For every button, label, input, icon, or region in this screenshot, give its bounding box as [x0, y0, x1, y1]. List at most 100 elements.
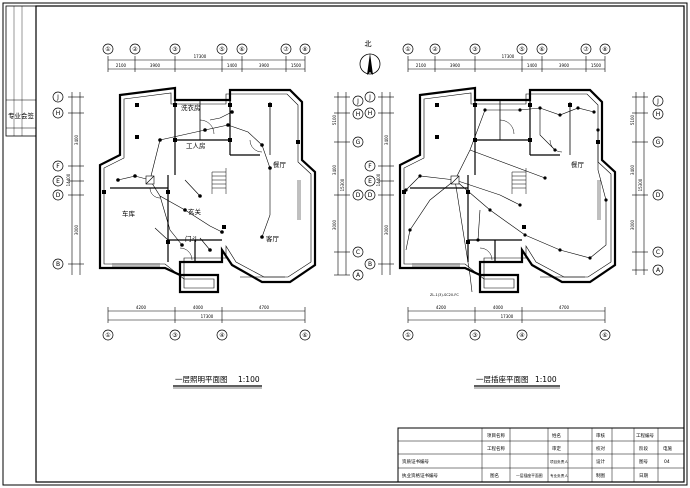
axis-label: G — [656, 139, 661, 146]
axis-label: F — [56, 163, 60, 170]
axis-label: ① — [105, 46, 110, 53]
inner-frame — [35, 5, 685, 483]
socket-wiring — [404, 106, 608, 293]
field-label: 工程编号 — [636, 432, 654, 439]
field-value: 04 — [664, 459, 670, 465]
field-value: 电施 — [663, 445, 672, 452]
axis-label: H — [356, 111, 361, 118]
middle-axis-strip: J H G D C A 5100 3400 15300 3000 — [332, 92, 364, 281]
room-label: 洗衣房 — [181, 103, 201, 112]
plan-caption: 一层照明平面图 — [175, 375, 228, 384]
side-stamp-label: 专业会签 — [8, 111, 35, 120]
title-block-label: 工程名称 — [487, 445, 505, 452]
title-block-label: 资质证书编号 — [402, 458, 429, 465]
room-label: 工人房 — [186, 141, 206, 150]
axis-label: ⑧ — [302, 46, 307, 53]
north-label: 北 — [365, 40, 372, 48]
axis-label: ⑦ — [283, 46, 289, 53]
room-label: 餐厅 — [273, 160, 287, 169]
dim-text: 1400 — [527, 63, 538, 68]
dim-text: 3400 — [384, 134, 389, 145]
dim-text: 1400 — [227, 63, 238, 68]
room-label: 客厅 — [266, 234, 280, 243]
axis-label: J — [656, 98, 659, 105]
room-label: 车库 — [122, 209, 136, 218]
field-label: 日期 — [639, 473, 648, 479]
axis-label: B — [368, 261, 372, 268]
dim-text: 4200 — [436, 305, 447, 310]
lighting-bottom-dimensions: 4200 4000 4700 17300 ① ③ ④ ⑥ — [102, 305, 311, 341]
lighting-walls — [98, 86, 317, 294]
dim-text: 4000 — [493, 305, 504, 310]
axis-label: D — [356, 192, 361, 199]
socket-top-dimensions: 17300 2100 3900 1400 3900 1500 ① ② ③ ⑤ ⑥… — [402, 43, 611, 72]
role-label: 审定 — [552, 445, 561, 452]
axis-label: J — [56, 94, 59, 101]
axis-label: A — [656, 267, 661, 274]
role-label: 姓名 — [552, 432, 561, 439]
axis-label: ⑥ — [302, 332, 307, 339]
dim-text: 3900 — [150, 63, 161, 68]
title-block-label: 图名 — [490, 472, 499, 479]
axis-label: ② — [432, 46, 438, 53]
axis-label: C — [356, 249, 360, 256]
axis-label: D — [656, 192, 661, 199]
axis-label: ④ — [219, 332, 224, 339]
lighting-wiring — [116, 110, 272, 252]
dim-text: 3000 — [332, 219, 337, 230]
axis-label: ① — [405, 332, 410, 339]
axis-label: H — [56, 110, 61, 117]
dim-text: 17300 — [201, 314, 214, 319]
socket-right-axis: J H G D C A 5100 3400 15300 3000 — [630, 92, 664, 276]
dim-text: 5100 — [630, 114, 635, 125]
dim-text: 5100 — [332, 114, 337, 125]
role-label: 制图 — [596, 472, 605, 479]
dim-text: 17300 — [501, 314, 514, 319]
lighting-left-axis: J H F E D B 3400 14400 3000 — [52, 91, 84, 275]
dim-text: 17300 — [194, 54, 207, 59]
socket-left-axis: J H F E D B 3400 14400 3000 — [364, 91, 394, 275]
axis-label: ⑥ — [602, 332, 607, 339]
dim-text: 3400 — [74, 134, 79, 145]
lighting-plan: 17300 2100 3900 1400 3900 1500 ① ② ③ ⑤ ⑥… — [52, 43, 317, 389]
axis-label: ⑥ — [539, 46, 544, 53]
dim-text: 3900 — [559, 63, 570, 68]
dim-text: 14400 — [66, 173, 71, 186]
axis-label: A — [356, 272, 361, 279]
axis-label: F — [368, 163, 372, 170]
dim-text: 4700 — [559, 305, 570, 310]
lighting-top-dimensions: 17300 2100 3900 1400 3900 1500 — [107, 54, 306, 72]
axis-label: E — [368, 178, 372, 185]
plan-scale: 1:100 — [535, 375, 557, 384]
plan-caption: 一层插座平面图 — [476, 374, 529, 384]
role-label: 校对 — [596, 445, 605, 452]
room-label: 门斗 — [185, 234, 199, 243]
title-block: 项目名称 工程名称 资质证书编号 执业资格证书编号 图名 一层插座平面图 姓名 … — [397, 427, 685, 483]
axis-label: ① — [105, 332, 110, 339]
dim-text: 3400 — [630, 164, 635, 175]
plan-scale: 1:100 — [238, 375, 260, 384]
axis-label: ③ — [172, 332, 177, 339]
role-label: 专业负责人 — [550, 473, 568, 478]
axis-label: ⑦ — [583, 46, 589, 53]
dim-text: 3000 — [384, 224, 389, 235]
north-arrow: 北 — [359, 40, 381, 75]
field-label: 阶段 — [639, 445, 648, 452]
axis-label: J — [356, 98, 359, 105]
dim-text: 2100 — [116, 63, 127, 68]
dim-text: 15300 — [340, 178, 345, 191]
dim-text: 1500 — [591, 63, 602, 68]
dim-text: 17300 — [502, 54, 515, 59]
axis-label: ⑤ — [519, 46, 524, 53]
socket-plan: 17300 2100 3900 1400 3900 1500 ① ② ③ ⑤ ⑥… — [364, 43, 664, 389]
axis-label: E — [56, 178, 60, 185]
socket-caption: 一层插座平面图 1:100 — [474, 374, 560, 389]
dim-text: 15300 — [638, 178, 643, 191]
wiring-note: ZL-1(3)-SC20-FC — [430, 293, 459, 297]
dim-text: 4000 — [193, 305, 204, 310]
dim-text: 4200 — [136, 305, 147, 310]
axis-label: H — [656, 111, 661, 118]
role-label: 设计 — [596, 458, 605, 465]
